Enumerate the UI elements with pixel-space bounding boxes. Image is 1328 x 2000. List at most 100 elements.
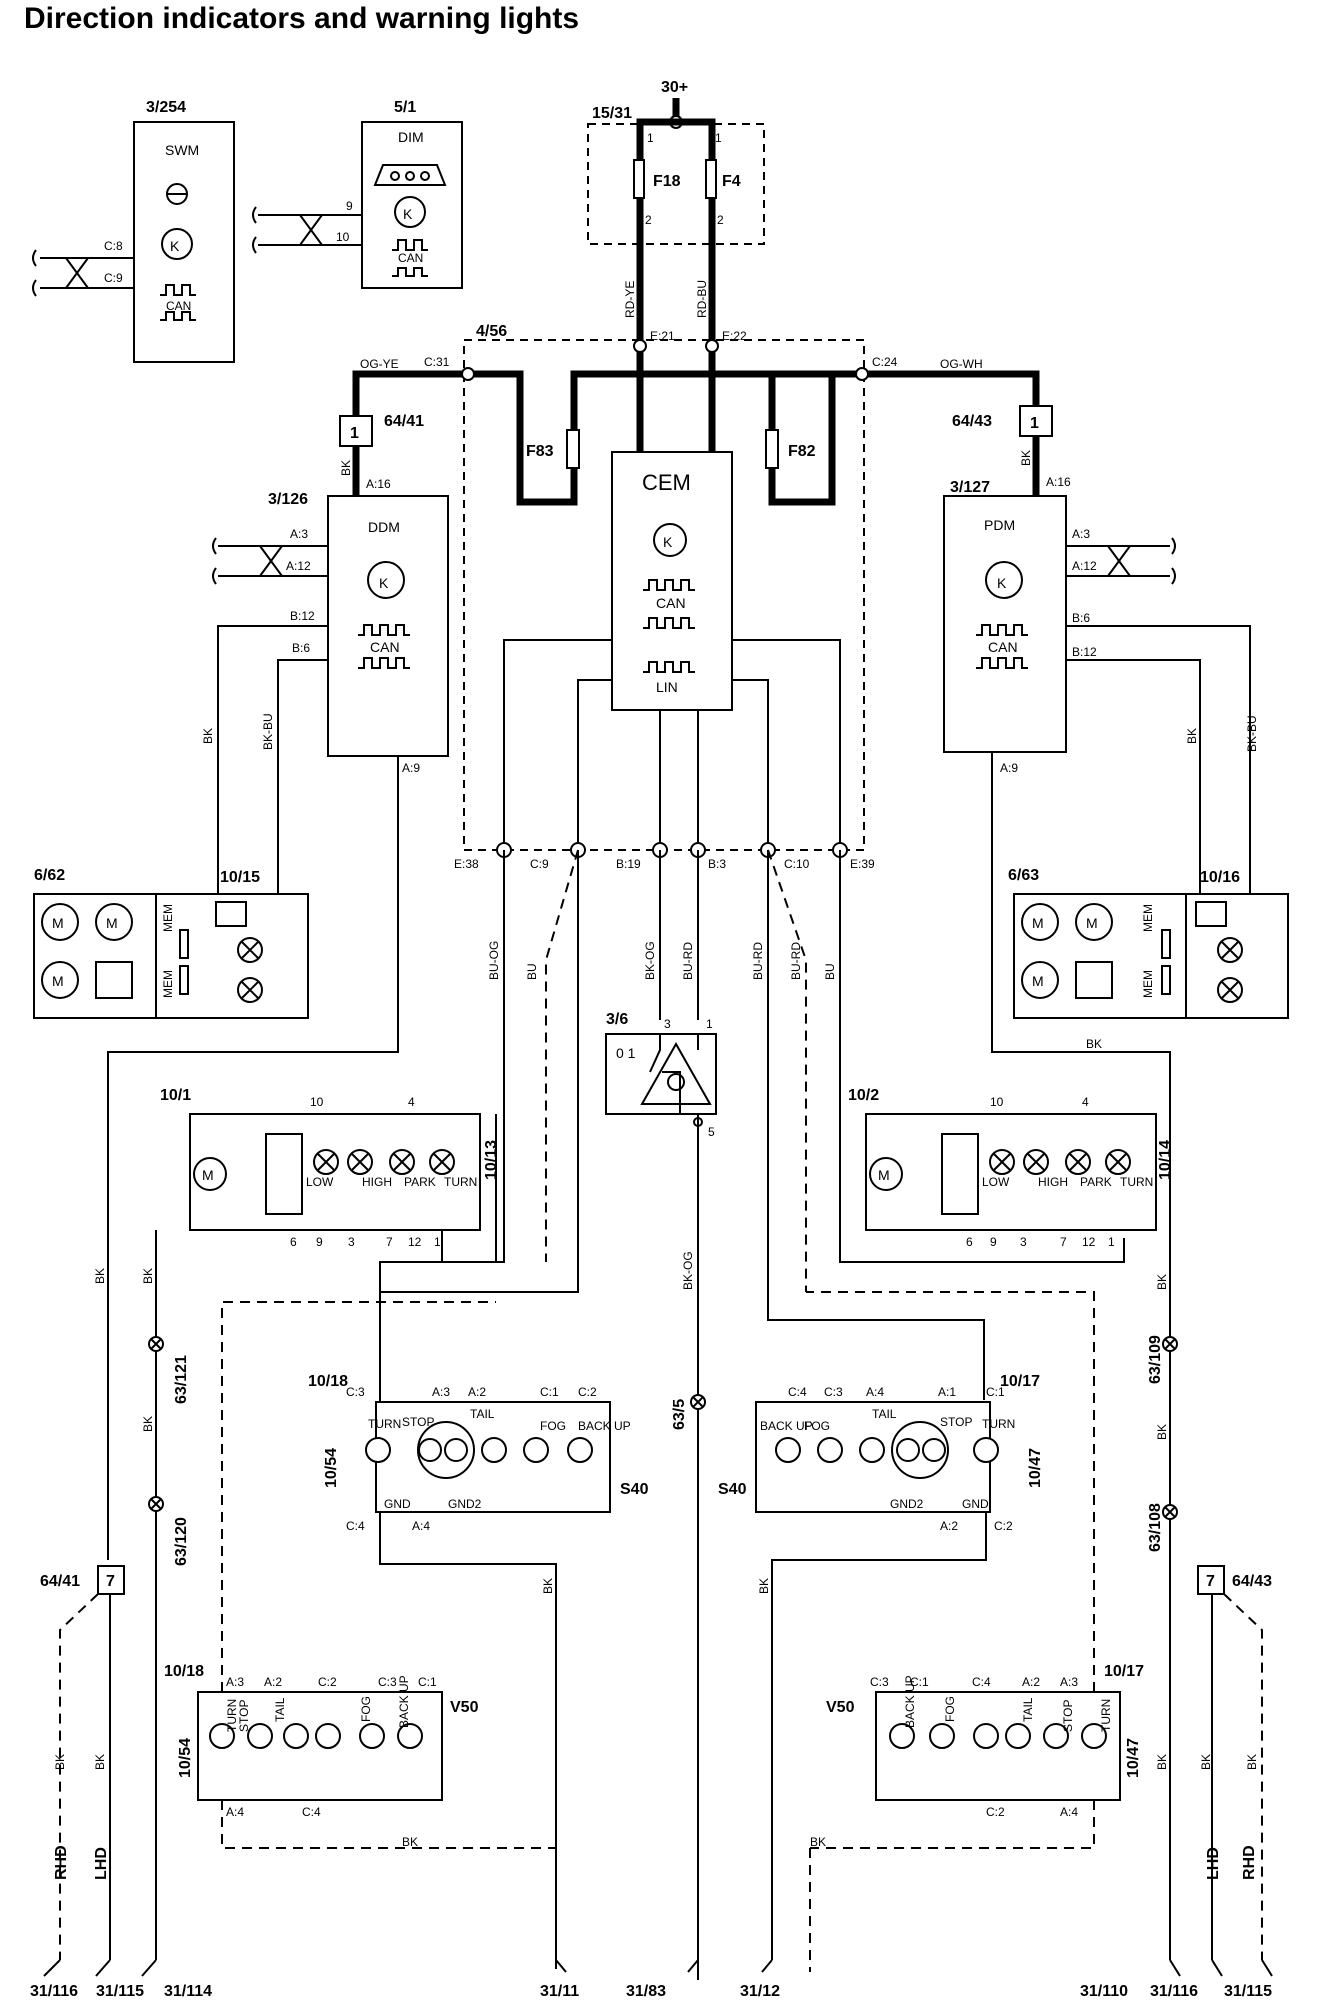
svg-text:STOP: STOP — [237, 1700, 251, 1732]
wire-og-ye: OG-YE — [360, 357, 399, 371]
taillamp-v50-left: 10/18 A:3 A:2 C:2 C:3 C:1 A:4 C:4 TURN S… — [164, 1301, 556, 1849]
svg-text:M: M — [1086, 915, 1098, 931]
cem-box-id: 4/56 — [476, 323, 507, 340]
svg-text:PARK: PARK — [1080, 1175, 1112, 1189]
svg-text:BK-OG: BK-OG — [681, 1251, 695, 1290]
svg-text:4: 4 — [408, 1095, 415, 1109]
svg-text:STOP: STOP — [940, 1415, 972, 1429]
cem-pin-b3: B:3 — [708, 857, 726, 871]
motor-y-icon — [41, 903, 79, 941]
svg-text:PARK: PARK — [404, 1175, 436, 1189]
swm-pin-c9: C:9 — [104, 271, 123, 285]
svg-text:BK: BK — [1155, 1424, 1169, 1440]
svg-text:BACK UP: BACK UP — [578, 1419, 631, 1433]
cem-node-c31 — [461, 367, 475, 381]
svg-text:GND2: GND2 — [448, 1497, 482, 1511]
ddm-can: CAN — [370, 639, 400, 655]
ddm-pin-a3: A:3 — [290, 527, 308, 541]
v50-left-side: 10/54 — [177, 1738, 194, 1778]
ground-31-115-left: 31/115 — [96, 1983, 144, 2000]
svg-text:C:4: C:4 — [972, 1675, 991, 1689]
svg-text:C:3: C:3 — [870, 1675, 889, 1689]
svg-text:3: 3 — [1020, 1235, 1027, 1249]
svg-text:HIGH: HIGH — [1038, 1175, 1068, 1189]
svg-text:MEM: MEM — [1141, 970, 1155, 998]
svg-text:7: 7 — [1060, 1235, 1067, 1249]
dim-name: DIM — [398, 129, 424, 145]
svg-text:TURN: TURN — [368, 1417, 401, 1431]
svg-text:FOG: FOG — [804, 1419, 830, 1433]
svg-text:FOG: FOG — [540, 1419, 566, 1433]
svg-text:A:4: A:4 — [412, 1519, 430, 1533]
fuse-f82 — [765, 429, 779, 469]
svg-text:GND: GND — [384, 1497, 411, 1511]
cem-pin-b19: B:19 — [616, 857, 641, 871]
motor-x-icon — [41, 961, 79, 999]
cem-pin-c10: C:10 — [784, 857, 810, 871]
svg-text:1: 1 — [1108, 1235, 1115, 1249]
pdm-pin-b12: B:12 — [1072, 645, 1097, 659]
svg-text:TURN: TURN — [444, 1175, 477, 1189]
svg-text:64/43: 64/43 — [1232, 1573, 1272, 1590]
svg-text:STOP: STOP — [402, 1415, 434, 1429]
ddm-pin-a16: A:16 — [366, 477, 391, 491]
s40-right-label: S40 — [718, 1481, 747, 1498]
svg-text:C:1: C:1 — [986, 1385, 1005, 1399]
splice-63-120: 63/120 — [173, 1517, 190, 1566]
ground-31-116-right: 31/116 — [1150, 1983, 1198, 2000]
svg-text:6: 6 — [290, 1235, 297, 1249]
svg-text:7: 7 — [386, 1235, 393, 1249]
swm-id: 3/254 — [146, 99, 186, 116]
s40-left-label: S40 — [620, 1481, 649, 1498]
svg-text:BACK UP: BACK UP — [397, 1675, 411, 1728]
fuse-f82-label: F82 — [788, 443, 816, 460]
splice-63-5: 63/5 — [671, 1399, 688, 1430]
cem-name: CEM — [642, 470, 691, 495]
svg-text:BK: BK — [541, 1578, 555, 1594]
svg-text:K: K — [170, 238, 180, 254]
svg-text:BK: BK — [93, 1268, 107, 1284]
fuse-f83 — [566, 429, 580, 469]
svg-text:M: M — [52, 973, 64, 989]
f18-pin1: 1 — [647, 131, 654, 145]
svg-text:K: K — [379, 575, 389, 591]
mirror-right-id: 6/63 — [1008, 867, 1039, 884]
fuse-f4 — [705, 159, 717, 199]
ddm-control-unit-icon — [367, 561, 405, 599]
cem-can: CAN — [656, 595, 686, 611]
svg-text:LOW: LOW — [306, 1175, 334, 1189]
svg-text:7: 7 — [1206, 1573, 1215, 1590]
f4-pin1: 1 — [715, 131, 722, 145]
splice-63-121: 63/121 — [173, 1355, 190, 1404]
supply-label: 30+ — [661, 79, 688, 96]
splice-63-108: 63/108 — [1147, 1503, 1164, 1552]
pdm-module: 1 64/43 BK A:16 3/127 PDM K CAN A:3 A:12… — [943, 405, 1259, 1560]
svg-text:TAIL: TAIL — [872, 1407, 897, 1421]
connector-64-43-num: 1 — [1030, 415, 1039, 432]
svg-text:K: K — [997, 575, 1007, 591]
svg-text:GND2: GND2 — [890, 1497, 924, 1511]
svg-text:TURN: TURN — [1099, 1699, 1113, 1732]
connector-64-43-top — [1019, 405, 1053, 437]
connector-64-43-bottom — [1197, 1565, 1225, 1595]
svg-text:C:4: C:4 — [788, 1385, 807, 1399]
svg-text:TURN: TURN — [1120, 1175, 1153, 1189]
wire-og-wh: OG-WH — [940, 357, 983, 371]
pdm-pin-a9: A:9 — [1000, 761, 1018, 775]
ground-31-83: 31/83 — [626, 1983, 666, 2000]
svg-text:BK: BK — [1245, 1754, 1259, 1770]
svg-text:10: 10 — [990, 1095, 1004, 1109]
svg-text:A:4: A:4 — [1060, 1805, 1078, 1819]
s40-left-id: 10/18 — [308, 1373, 348, 1390]
svg-text:BK: BK — [201, 728, 215, 744]
fuse-box-id: 15/31 — [592, 105, 632, 122]
ground-31-115-right: 31/115 — [1224, 1983, 1272, 2000]
mirror-left-inner-id: 10/15 — [220, 869, 260, 886]
headlamp-left-side: 10/13 — [483, 1140, 500, 1180]
s40-right-side: 10/47 — [1027, 1448, 1044, 1488]
ddm-pin-b6: B:6 — [292, 641, 310, 655]
svg-text:FOG: FOG — [943, 1696, 957, 1722]
svg-text:BK: BK — [757, 1578, 771, 1594]
cem-output-wires: BU-OG BU BK-OG BU-RD BU-RD BU-RD BU — [379, 849, 1125, 1402]
